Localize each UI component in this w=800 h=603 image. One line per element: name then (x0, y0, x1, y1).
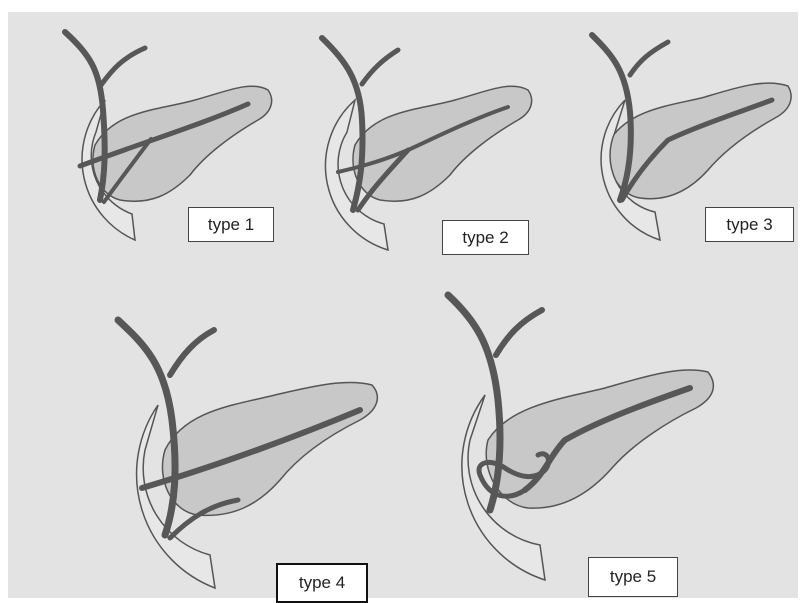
label-type-4: type 4 (276, 563, 368, 603)
panel-type-2 (322, 38, 532, 250)
diagram-figure: type 1 type 2 type 3 type 4 type 5 (8, 12, 798, 598)
pancreas-shape (162, 382, 377, 515)
label-type-3: type 3 (705, 207, 794, 242)
bile-duct-branch (496, 310, 542, 355)
bile-duct-branch (362, 50, 398, 84)
label-type-1: type 1 (188, 207, 274, 242)
panel-type-4 (118, 320, 377, 588)
bile-duct-branch (630, 42, 668, 75)
label-type-5: type 5 (588, 557, 678, 597)
bile-duct-branch (101, 48, 145, 85)
bile-duct-branch (170, 330, 214, 375)
panel-type-5 (448, 295, 713, 580)
label-type-2: type 2 (442, 220, 529, 255)
